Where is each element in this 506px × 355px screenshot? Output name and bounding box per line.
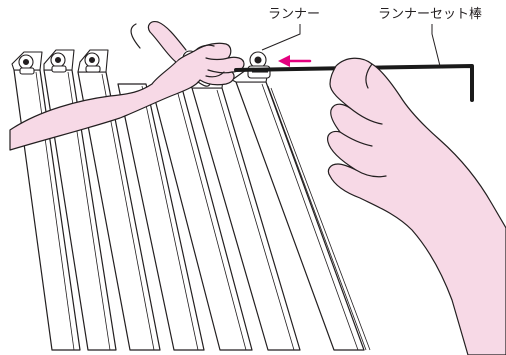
direction-arrow [278, 55, 310, 67]
right-hand [328, 58, 506, 355]
runner-hook-target [248, 52, 270, 78]
runner-hook [85, 53, 100, 72]
runner-leader-line [262, 24, 300, 50]
runner-set-rod-label: ランナーセット棒 [378, 8, 482, 21]
runner-hook [51, 53, 66, 72]
runner-label: ランナー [268, 8, 320, 21]
rod-leader-line [432, 24, 440, 66]
runner-hook [19, 55, 34, 74]
